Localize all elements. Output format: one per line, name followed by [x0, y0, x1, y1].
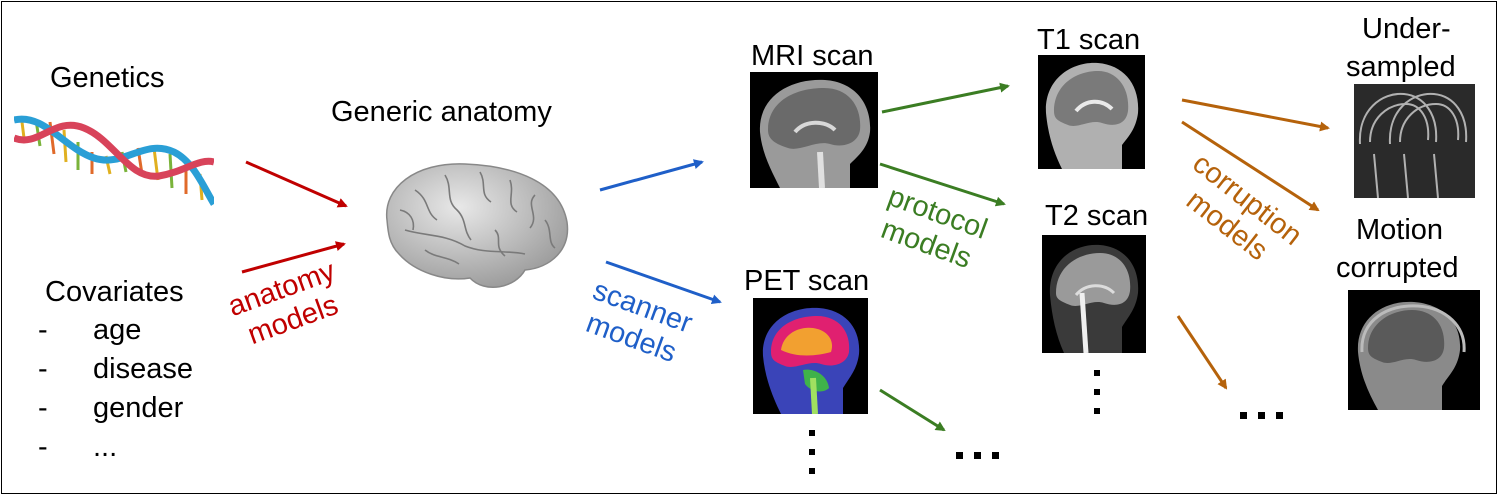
arrow-t2-to-more: [1176, 315, 1228, 390]
t1-scan-image: [1038, 55, 1145, 169]
pet-scan-label: PET scan: [744, 265, 870, 297]
mri-scan-label: MRI scan: [751, 40, 874, 72]
mri-scan-image: [750, 72, 878, 188]
brain-image: [385, 163, 569, 288]
t1-scan-label: T1 scan: [1037, 24, 1141, 56]
arrow-anatomy-to-mri: [599, 159, 704, 192]
covariate-disease: disease: [93, 353, 193, 385]
t2-scan-image: [1042, 235, 1146, 353]
arrow-covariates-to-anatomy: [241, 241, 346, 274]
ellipsis-dot: [809, 449, 815, 455]
list-dash: -: [38, 353, 48, 385]
ellipsis-dot: [992, 452, 999, 459]
ellipsis-dot: [974, 452, 981, 459]
undersampled-scan-image: [1354, 84, 1475, 198]
motion-label-line2: corrupted: [1336, 252, 1459, 284]
generic-anatomy-label: Generic anatomy: [331, 96, 552, 128]
arrow-genetics-to-anatomy: [245, 160, 348, 208]
undersampled-label-line1: Under-: [1362, 13, 1451, 45]
ellipsis-dot: [809, 468, 815, 474]
covariates-label: Covariates: [45, 276, 184, 308]
ellipsis-dot: [809, 430, 815, 436]
arrow-pet-to-more: [879, 388, 946, 432]
ellipsis-dot: [956, 452, 963, 459]
arrow-t1-to-motion: [1181, 120, 1320, 212]
ellipsis-dot: [1094, 389, 1100, 395]
undersampled-label-line2: sampled: [1346, 51, 1456, 83]
ellipsis-dot: [1258, 412, 1265, 419]
arrow-t1-to-undersampled: [1181, 98, 1330, 132]
arrow-mri-to-t1: [881, 82, 1010, 114]
pet-scan-image: [753, 298, 868, 414]
ellipsis-dot: [1094, 408, 1100, 414]
list-dash: -: [38, 431, 48, 463]
covariate-gender: gender: [93, 392, 184, 424]
list-dash: -: [38, 314, 48, 346]
covariate-age: age: [93, 314, 142, 346]
t2-scan-label: T2 scan: [1045, 200, 1149, 232]
dna-helix-image: [14, 115, 214, 206]
ellipsis-dot: [1094, 370, 1100, 376]
ellipsis-dot: [1240, 412, 1247, 419]
arrow-mri-to-t2: [879, 162, 1006, 207]
motion-label-line1: Motion: [1356, 214, 1444, 246]
covariate-more: ...: [93, 431, 118, 463]
genetics-label: Genetics: [50, 62, 165, 94]
arrow-anatomy-to-pet: [605, 260, 722, 305]
list-dash: -: [38, 392, 48, 424]
motion-corrupted-scan-image: [1348, 290, 1480, 410]
ellipsis-dot: [1276, 412, 1283, 419]
